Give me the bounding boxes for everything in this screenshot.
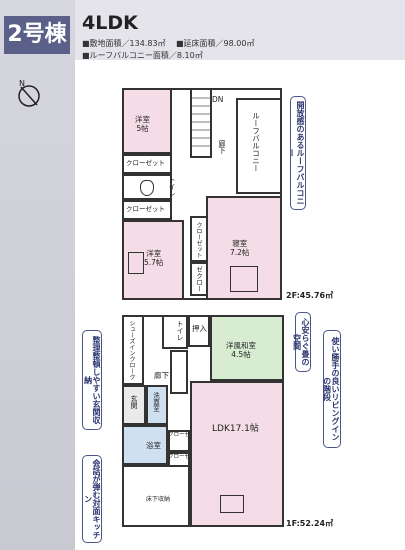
room-closet-c-label: クローゼット (195, 222, 202, 258)
floor-area: ■延床面積／98.00㎡ (176, 39, 255, 48)
stairs-dn-label: DN (212, 95, 224, 104)
room-closet-1f-a (168, 430, 190, 452)
room-washroom-label: 洗面室 (151, 392, 160, 412)
room-walkin (190, 262, 208, 296)
callout-stairs: 使い勝手の良いリビングインの階段 (323, 330, 341, 448)
dining-table-icon (220, 495, 244, 513)
room-washroom (146, 385, 168, 425)
bed-icon (128, 252, 144, 274)
roof-balcony (236, 98, 282, 194)
toilet-icon (140, 180, 154, 196)
room-toilet-1f-label: トイレ (176, 320, 184, 341)
room-entrance-storage-label: シューズインクローク (128, 320, 135, 380)
double-bed-icon (230, 266, 258, 292)
kitchen-area (122, 465, 190, 527)
room-closet-c (190, 216, 208, 262)
roof-balcony-label: ルーフバルコニー (251, 112, 261, 172)
svg-text:N: N (19, 79, 25, 88)
room-closet-1f-a-label: クローゼット (168, 432, 202, 438)
hall-2f-label: 廊下 (218, 140, 226, 154)
callout-roof-balcony: 開放感のあるルーフバルコニー (288, 96, 306, 210)
room-entrance-label: 玄関 (130, 395, 138, 409)
room-washitsu (210, 315, 284, 381)
room-closet-a-label: クローゼット (126, 159, 165, 167)
room-ldk-label: LDK17.1帖 (212, 424, 259, 434)
north-compass-icon: N (16, 78, 42, 112)
room-closet-a (122, 154, 172, 174)
room-closet-b (122, 200, 172, 220)
room-western-b (122, 220, 184, 300)
room-push-storage (188, 315, 210, 347)
room-bath-label: 浴室 (146, 441, 161, 450)
callout-kitchen: 会話が弾む対面キッチン (82, 455, 102, 543)
stairs-1f (170, 350, 188, 394)
room-push-storage-label: 押入 (192, 324, 207, 333)
layout-title: 4LDK (82, 12, 138, 34)
room-walkin-label: ゼクロー (194, 266, 203, 292)
balcony-area: ■ルーフバルコニー面積／8.10㎡ (82, 51, 203, 60)
storage-under-label: 床下収納 (146, 496, 171, 503)
room-bath (122, 425, 168, 465)
room-toilet-2f-label: トイレ (168, 176, 176, 197)
hall-1f-label: 廊下 (154, 371, 169, 380)
room-toilet-1f (162, 315, 188, 349)
callout-tatami: 心安らぐ畳の空間 (293, 312, 311, 372)
stairs-2f (190, 88, 212, 158)
site-area: ■敷地面積／134.83㎡ (82, 39, 166, 48)
room-ldk (190, 381, 284, 527)
callout-entrance-storage: 整理整頓しやすい玄関収納 (82, 330, 102, 430)
building-badge: 2号棟 (4, 16, 70, 54)
room-entrance (122, 385, 146, 425)
room-closet-b-label: クローゼット (126, 205, 165, 213)
floor2-area-label: 2F:45.76㎡ (286, 291, 334, 300)
room-closet-1f-b-label: クローゼット (168, 454, 202, 460)
floor1-area-label: 1F:52.24㎡ (286, 519, 334, 528)
room-entrance-storage (122, 315, 144, 385)
room-western-a (122, 88, 172, 154)
